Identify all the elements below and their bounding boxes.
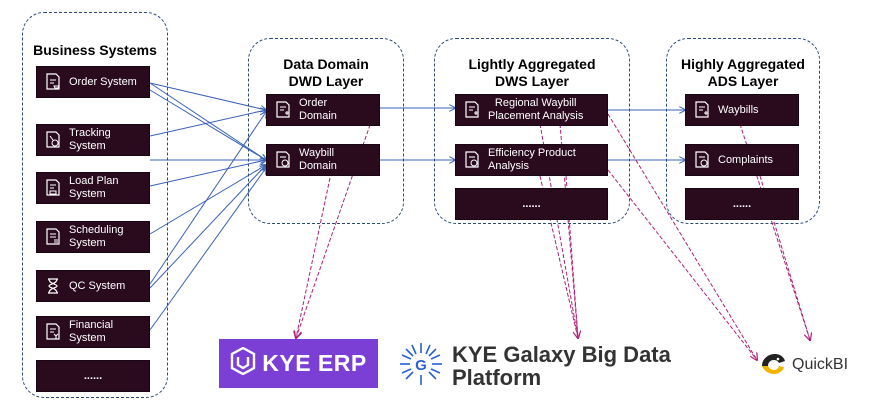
kye-erp-label: KYE ERP <box>262 350 367 376</box>
document-clock-icon <box>464 151 480 169</box>
node-label: QC System <box>69 279 126 292</box>
node-business-more[interactable]: ...... <box>36 360 150 392</box>
document-clock-icon <box>694 151 710 169</box>
hourglass-icon <box>45 277 61 295</box>
document-yen-icon <box>45 323 61 341</box>
flow-tracking-to-orderdomain <box>149 110 266 137</box>
node-qc-system[interactable]: QC System <box>36 270 150 302</box>
flow-loadplan-to-waybilldomain <box>149 160 266 187</box>
node-waybills[interactable]: Waybills <box>685 94 799 126</box>
dwd-title-line1: Data Domain <box>283 56 369 72</box>
node-label: ...... <box>522 197 541 210</box>
node-order-system[interactable]: Order System <box>36 66 150 98</box>
quickbi-label: QuickBI <box>792 356 849 373</box>
quickbi-bird-icon <box>758 350 788 381</box>
flow-qc-to-waybilldomain <box>149 165 266 289</box>
dwd-title-line2: DWD Layer <box>288 73 364 89</box>
galaxy-burst-icon: G <box>398 341 444 392</box>
ads-layer-title: Highly Aggregated ADS Layer <box>666 56 820 90</box>
document-plus-icon <box>694 101 710 119</box>
dwd-layer-group <box>248 38 404 224</box>
flow-financial-to-waybilldomain <box>149 168 266 331</box>
node-ads-more[interactable]: ...... <box>685 188 799 220</box>
document-list-icon <box>45 228 61 246</box>
flow-scheduling-to-waybilldomain <box>149 165 266 235</box>
node-label: ...... <box>732 197 752 210</box>
ads-title-line2: ADS Layer <box>707 73 779 89</box>
ads-title-line1: Highly Aggregated <box>681 56 805 72</box>
dws-layer-group <box>434 38 630 224</box>
consume-waybilldomain-erp <box>296 177 331 338</box>
business-systems-title: Business Systems <box>33 42 157 58</box>
ads-layer-group <box>666 38 820 224</box>
document-clock-icon <box>45 131 61 149</box>
consume-complaints-quickbi <box>759 175 811 341</box>
document-cart-icon <box>45 73 61 91</box>
dwd-layer-title: Data Domain DWD Layer <box>248 56 404 90</box>
quickbi-logo: QuickBI <box>758 348 848 382</box>
dws-layer-title: Lightly Aggregated DWS Layer <box>434 56 630 90</box>
node-label: Complaints <box>718 153 774 166</box>
document-truck-icon <box>45 179 61 197</box>
dws-title-line1: Lightly Aggregated <box>468 56 596 72</box>
business-systems-group <box>22 12 168 398</box>
svg-text:G: G <box>415 357 427 374</box>
kye-hex-icon <box>230 346 256 380</box>
document-clock-icon <box>275 151 291 169</box>
consume-efficiency-quickbi <box>607 169 758 361</box>
node-label: Waybills <box>718 103 759 116</box>
node-label: ...... <box>83 369 103 382</box>
flow-order-to-waybilldomain-2 <box>149 89 266 160</box>
flow-order-to-orderdomain <box>149 82 266 110</box>
document-plus-icon <box>464 101 480 119</box>
kye-erp-logo: KYE ERP <box>219 339 378 388</box>
node-label: Order System <box>69 75 137 88</box>
document-plus-icon <box>275 101 291 119</box>
node-complaints[interactable]: Complaints <box>685 144 799 176</box>
flow-qc-to-orderdomain <box>149 112 266 285</box>
flow-order-to-waybilldomain <box>149 82 266 160</box>
node-dws-more[interactable]: ...... <box>455 188 608 220</box>
dws-title-line2: DWS Layer <box>495 73 569 89</box>
